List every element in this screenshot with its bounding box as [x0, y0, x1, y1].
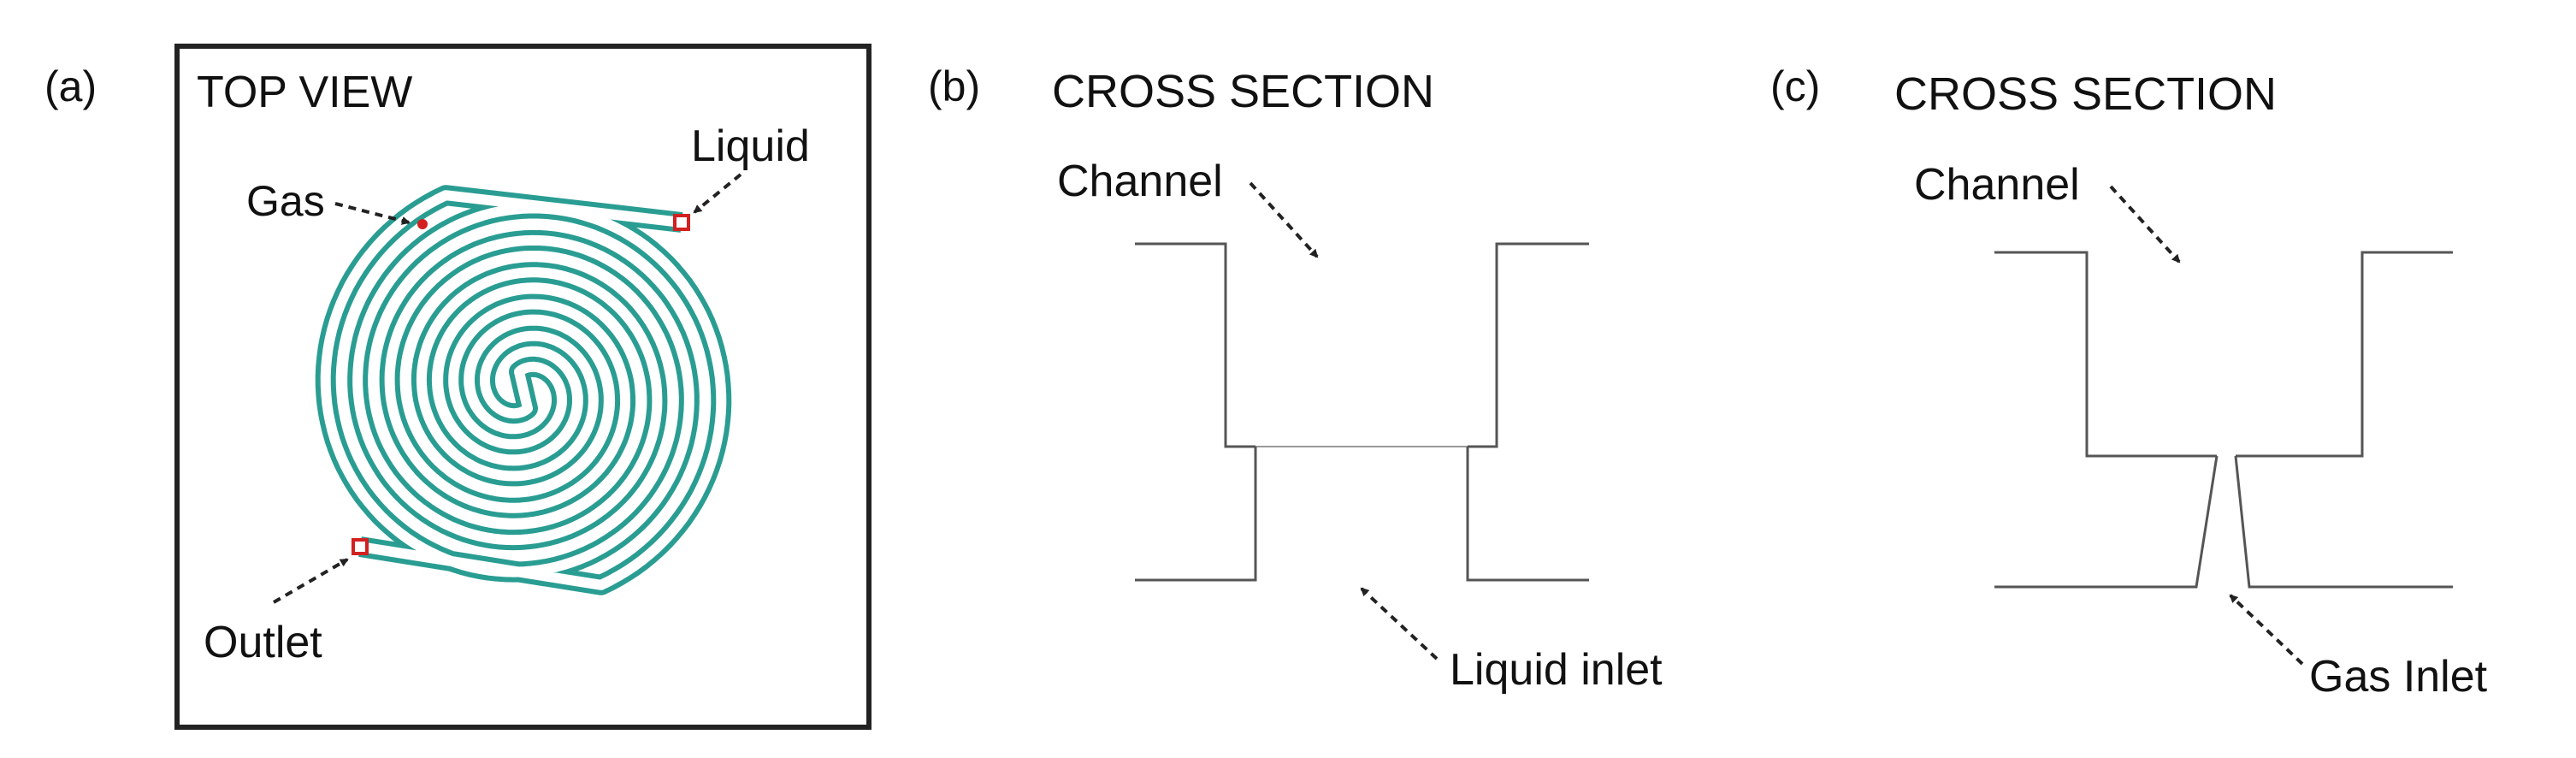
label-liquid: Liquid [691, 121, 810, 171]
panel-b-upper-left-wall [1135, 242, 1256, 448]
panel-b-label-channel: Channel [1057, 157, 1223, 206]
panel-b: (b) CROSS SECTION Channel Liquid inlet [928, 62, 1663, 695]
panel-c-inlet-left-wall [1994, 455, 2219, 589]
spiral-channel-lumen [320, 190, 727, 590]
panel-b-title: CROSS SECTION [1052, 66, 1434, 117]
panel-b-letter: (b) [928, 62, 980, 110]
panel-b-channel-arrow [1249, 181, 1319, 258]
panel-c-inlet-arrow [2229, 594, 2304, 666]
panel-b-inlet-arrow [1360, 587, 1439, 660]
panel-c-title: CROSS SECTION [1894, 68, 2277, 120]
panel-a-letter: (a) [44, 62, 97, 110]
top-view-frame [174, 44, 871, 730]
liquid-arrow [693, 173, 742, 214]
panel-c-label-inlet: Gas Inlet [2309, 652, 2488, 702]
liquid-port [673, 214, 690, 231]
spiral-channel [315, 185, 732, 595]
panel-c-channel-arrow [2109, 185, 2181, 264]
panel-c-cross-section [1994, 251, 2453, 589]
panel-b-lower-right-wall [1466, 447, 1589, 582]
panel-c-upper-right-wall [2236, 251, 2453, 458]
panel-b-lower-left-wall [1135, 447, 1257, 582]
panel-b-cross-section [1135, 242, 1589, 582]
panel-c-upper-left-wall [1994, 251, 2217, 458]
panel-c-label-channel: Channel [1914, 160, 2080, 210]
panel-b-label-inlet: Liquid inlet [1450, 645, 1663, 695]
panel-b-upper-right-wall [1468, 242, 1589, 448]
label-outlet: Outlet [204, 618, 322, 667]
top-view-title: TOP VIEW [197, 68, 412, 117]
panel-c-inlet-right-wall [2234, 455, 2453, 589]
label-gas: Gas [246, 177, 325, 225]
gas-port [417, 219, 428, 229]
outlet-arrow [272, 558, 349, 604]
panel-c-letter: (c) [1770, 62, 1820, 110]
panel-a: (a) TOP VIEW Gas Liquid Outlet [44, 44, 871, 730]
outlet-port [352, 538, 369, 555]
panel-c: (c) CROSS SECTION Channel Gas Inlet [1770, 62, 2488, 702]
